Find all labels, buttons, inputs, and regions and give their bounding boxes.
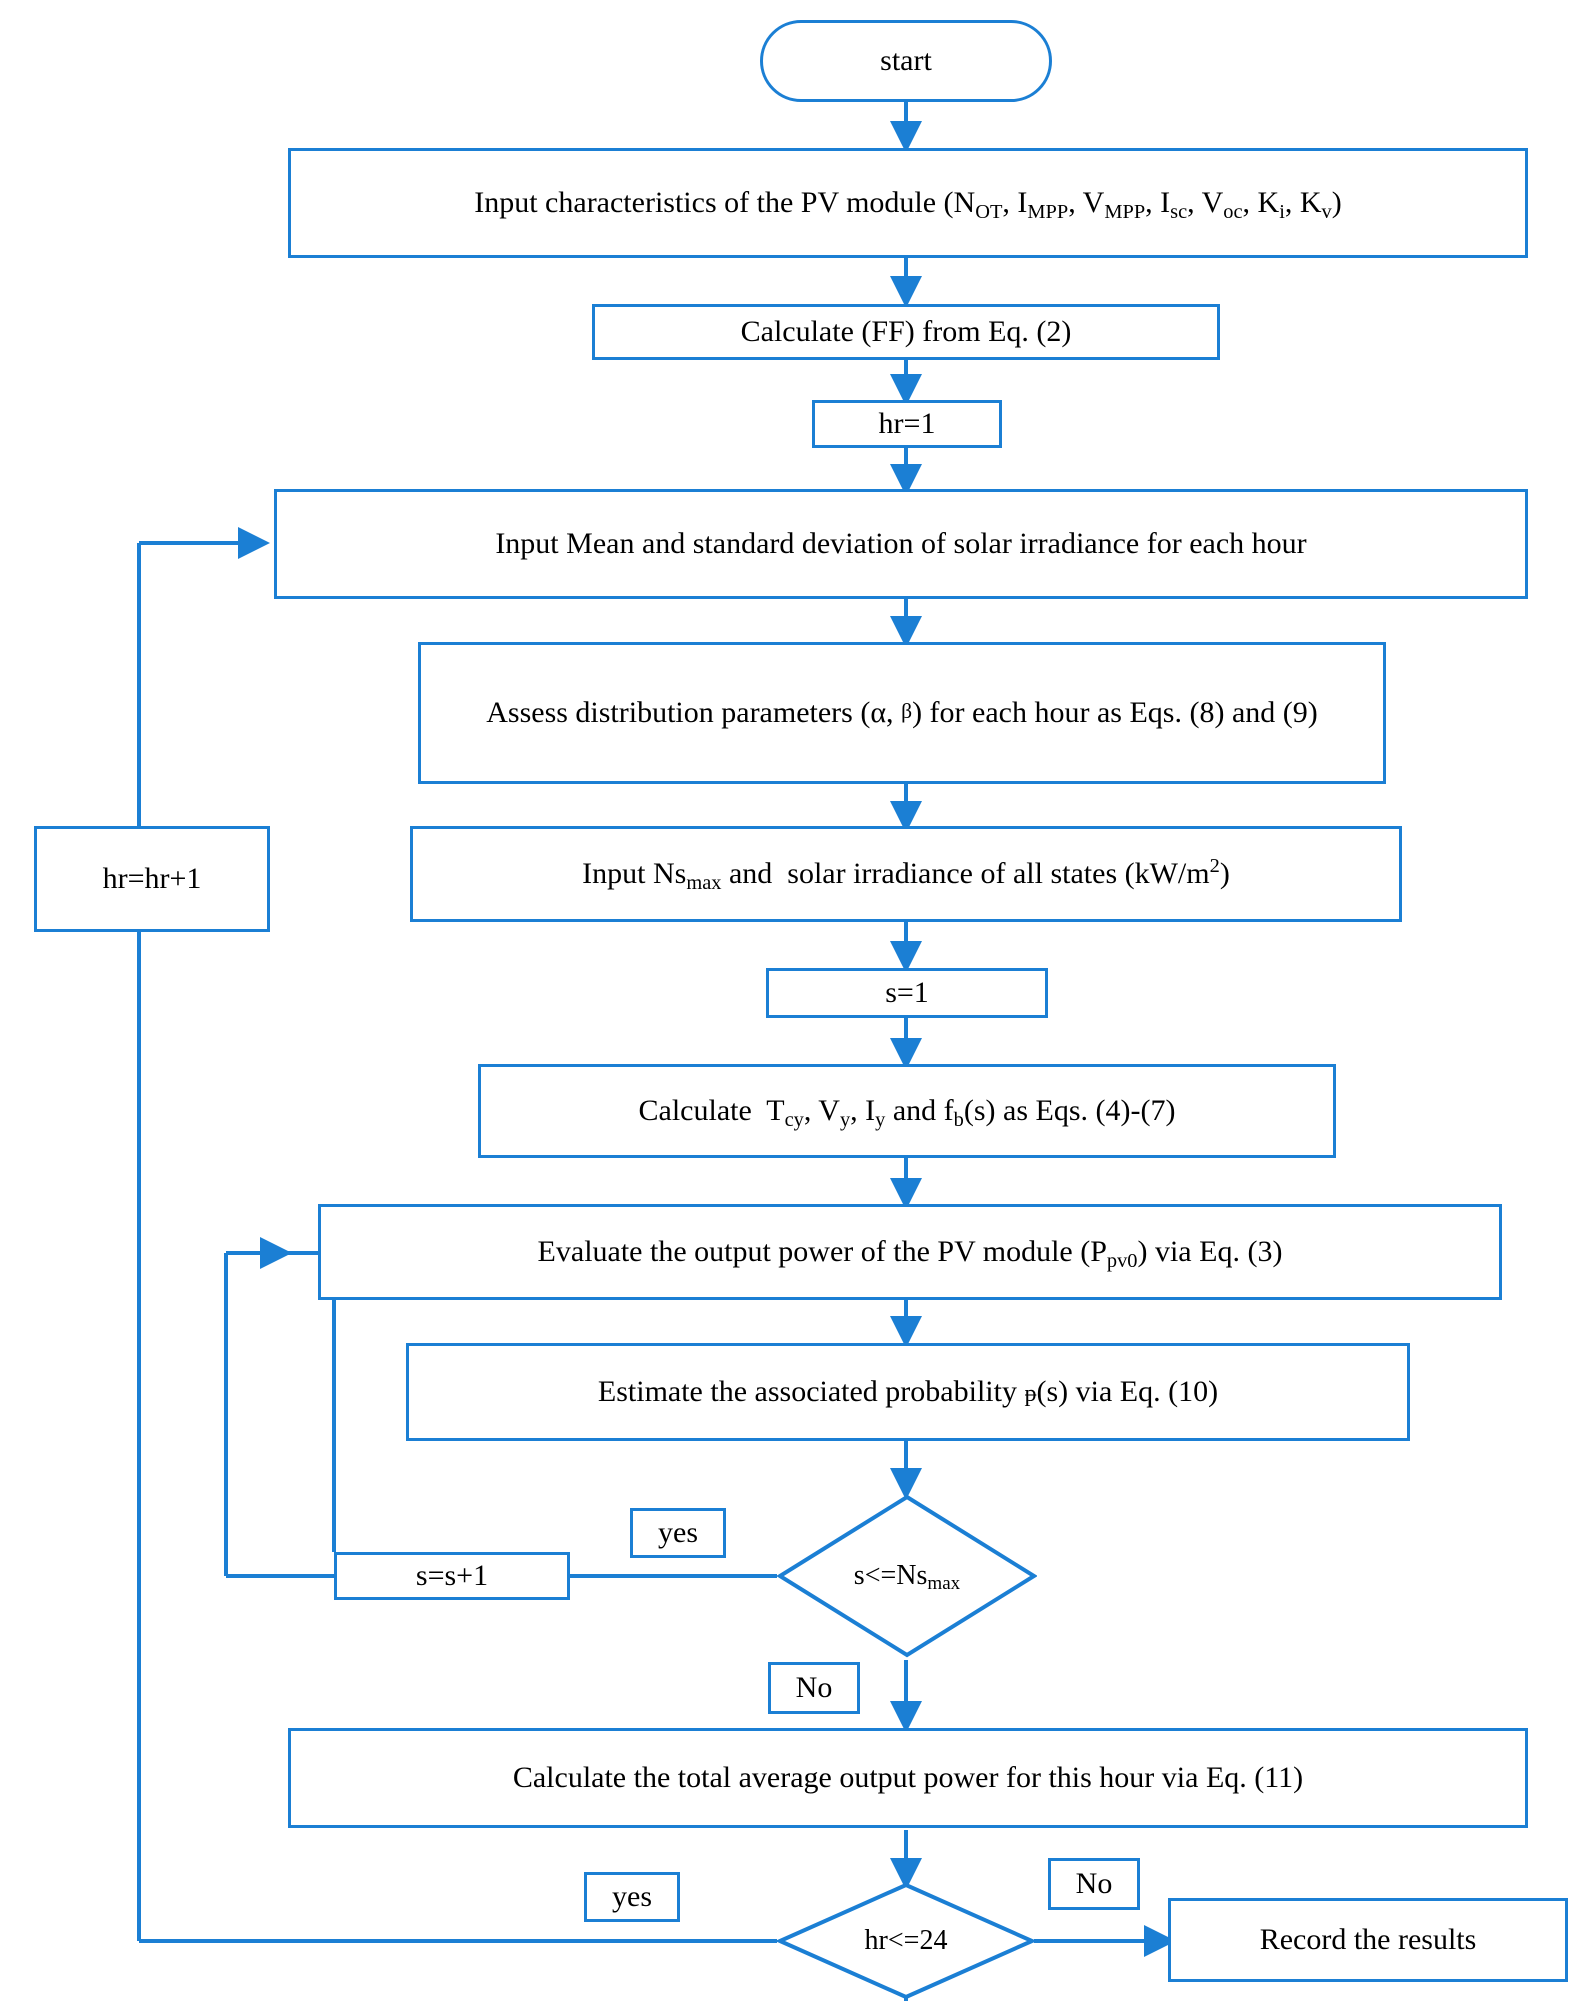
- edge-label-s-no: No: [768, 1662, 860, 1714]
- node-hr-init[interactable]: hr=1: [812, 400, 1002, 448]
- node-hr-increment-label: hr=hr+1: [102, 862, 202, 896]
- edge-label-s-no-text: No: [795, 1671, 833, 1704]
- node-input-nsmax-label: Input Nsmax and solar irradiance of all …: [582, 855, 1230, 895]
- node-estimate-probability[interactable]: Estimate the associated probability ᵽ(s)…: [406, 1343, 1410, 1441]
- node-s-increment[interactable]: s=s+1: [334, 1552, 570, 1600]
- node-input-mean-std[interactable]: Input Mean and standard deviation of sol…: [274, 489, 1528, 599]
- node-input-mean-std-label: Input Mean and standard deviation of sol…: [495, 527, 1307, 561]
- edge-label-s-yes: yes: [630, 1508, 726, 1558]
- node-record-results[interactable]: Record the results: [1168, 1898, 1568, 1982]
- node-calculate-tc-v-i-fb[interactable]: Calculate Tcy, Vy, Iy and fb(s) as Eqs. …: [478, 1064, 1336, 1158]
- node-calculate-tc-v-i-fb-label: Calculate Tcy, Vy, Iy and fb(s) as Eqs. …: [638, 1094, 1176, 1132]
- node-hr-increment[interactable]: hr=hr+1: [34, 826, 270, 932]
- node-calculate-ff-label: Calculate (FF) from Eq. (2): [740, 315, 1072, 349]
- edge-label-s-yes-text: yes: [658, 1516, 698, 1549]
- node-s-increment-label: s=s+1: [415, 1559, 489, 1593]
- node-record-results-label: Record the results: [1259, 1923, 1477, 1957]
- edge-label-hr-no: No: [1048, 1858, 1140, 1910]
- decision-hr-le-24-label: hr<=24: [864, 1924, 948, 1956]
- node-evaluate-output-power[interactable]: Evaluate the output power of the PV modu…: [318, 1204, 1502, 1300]
- edge-label-hr-yes-text: yes: [612, 1880, 652, 1913]
- decision-s-le-nsmax-label: s<=Nsmax: [853, 1559, 961, 1595]
- node-assess-distribution-parameters[interactable]: Assess distribution parameters (α, β) fo…: [418, 642, 1386, 784]
- node-s-init-label: s=1: [885, 976, 929, 1010]
- node-assess-distribution-parameters-label: Assess distribution parameters (α, β) fo…: [486, 696, 1318, 730]
- node-input-nsmax[interactable]: Input Nsmax and solar irradiance of all …: [410, 826, 1402, 922]
- node-hr-init-label: hr=1: [878, 407, 936, 441]
- edge-label-hr-yes: yes: [584, 1872, 680, 1922]
- node-calculate-total-average-power[interactable]: Calculate the total average output power…: [288, 1728, 1528, 1828]
- node-input-characteristics[interactable]: Input characteristics of the PV module (…: [288, 148, 1528, 258]
- node-input-characteristics-label: Input characteristics of the PV module (…: [474, 186, 1342, 224]
- node-calculate-ff[interactable]: Calculate (FF) from Eq. (2): [592, 304, 1220, 360]
- node-calculate-total-average-power-label: Calculate the total average output power…: [512, 1761, 1304, 1795]
- node-s-init[interactable]: s=1: [766, 968, 1048, 1018]
- node-start-label: start: [880, 44, 932, 78]
- decision-hr-le-24[interactable]: hr<=24: [777, 1882, 1035, 2000]
- decision-s-le-nsmax[interactable]: s<=Nsmax: [777, 1494, 1037, 1658]
- node-evaluate-output-power-label: Evaluate the output power of the PV modu…: [537, 1235, 1283, 1273]
- node-estimate-probability-label: Estimate the associated probability ᵽ(s)…: [597, 1375, 1219, 1409]
- edge-label-hr-no-text: No: [1075, 1867, 1113, 1900]
- node-start[interactable]: start: [760, 20, 1052, 102]
